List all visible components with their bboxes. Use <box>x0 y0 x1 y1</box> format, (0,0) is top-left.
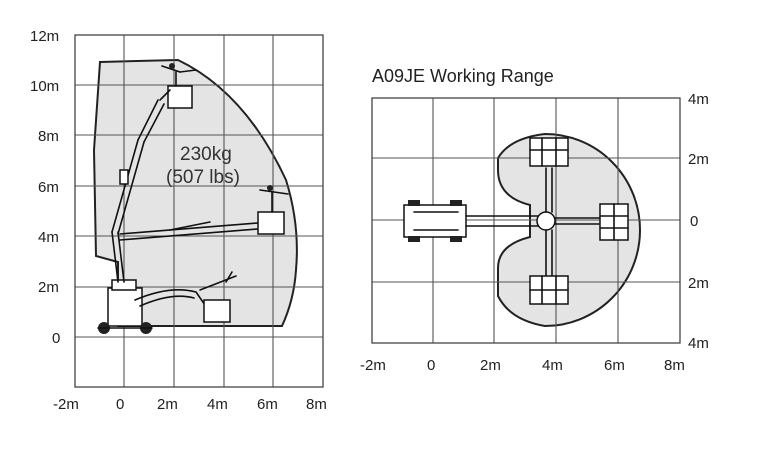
top-view: A09JE Working Range <box>360 66 709 374</box>
platform-mid <box>257 211 285 235</box>
top-y-tick: 2m <box>688 151 709 168</box>
side-y-tick: 10m <box>30 78 59 95</box>
top-y-tick: 0 <box>690 213 698 230</box>
side-grid <box>74 34 324 388</box>
top-x-tick: 2m <box>480 357 501 374</box>
top-x-tick: -2m <box>360 357 386 374</box>
top-machine <box>403 137 629 305</box>
side-x-tick: 0 <box>116 396 124 413</box>
side-x-tick: 4m <box>207 396 228 413</box>
load-weight-imperial-label: (507 lbs) <box>166 167 240 188</box>
top-chassis <box>403 204 467 238</box>
side-y-tick: 12m <box>30 28 59 45</box>
side-x-tick: 2m <box>157 396 178 413</box>
load-weight-label: 230kg <box>180 144 232 165</box>
platform-top <box>167 85 193 109</box>
platform-north <box>529 137 569 167</box>
top-y-tick: 4m <box>688 91 709 108</box>
top-view-title: A09JE Working Range <box>372 66 554 86</box>
side-y-tick: 0 <box>52 330 60 347</box>
side-y-tick: 4m <box>38 229 59 246</box>
machine-chassis <box>107 287 143 327</box>
top-x-tick: 8m <box>664 357 685 374</box>
top-y-tick: 4m <box>688 335 709 352</box>
side-machine <box>97 63 289 334</box>
top-x-tick: 6m <box>604 357 625 374</box>
side-y-tick: 2m <box>38 279 59 296</box>
top-x-tick: 0 <box>427 357 435 374</box>
side-y-tick: 8m <box>38 128 59 145</box>
side-y-tick: 6m <box>38 179 59 196</box>
turret <box>536 211 556 231</box>
top-x-tick: 4m <box>542 357 563 374</box>
top-y-tick: 2m <box>688 275 709 292</box>
side-x-tick: -2m <box>53 396 79 413</box>
side-view: 230kg (507 lbs) 12m 10m 8m 6m 4m 2m 0 -2… <box>30 28 327 413</box>
side-x-tick: 8m <box>306 396 327 413</box>
side-x-tick: 6m <box>257 396 278 413</box>
